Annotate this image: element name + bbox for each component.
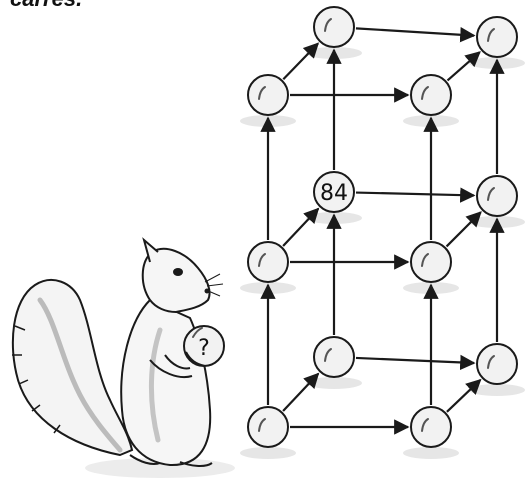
node-sphere	[313, 6, 355, 48]
node-sphere	[476, 343, 518, 385]
node-sphere	[476, 16, 518, 58]
node-sphere	[247, 241, 289, 283]
node-shadow	[469, 384, 525, 396]
node-sphere	[410, 406, 452, 448]
node-sphere	[410, 74, 452, 116]
node-shadow	[240, 447, 296, 459]
edge-arrow	[282, 207, 320, 247]
edge-arrow	[446, 51, 481, 82]
node-shadow	[403, 447, 459, 459]
squirrel-illustration: ?	[11, 237, 235, 478]
edge-arrow	[355, 187, 476, 203]
edge-arrow	[355, 354, 476, 371]
squirrel-ball-label: ?	[198, 336, 210, 361]
edge-arrow	[445, 211, 482, 248]
squirrel-eye	[173, 268, 183, 276]
node-sphere	[247, 406, 289, 448]
caption-text: carrés.	[10, 0, 82, 12]
edge-arrow	[355, 27, 476, 43]
squirrel-body	[120, 298, 212, 467]
node-sphere	[410, 241, 452, 283]
edge-arrow	[446, 378, 482, 413]
node-sphere	[313, 336, 355, 378]
squirrel-shadow	[85, 458, 235, 478]
node-sphere	[247, 74, 289, 116]
node-sphere	[476, 175, 518, 217]
edge-arrow	[282, 42, 320, 80]
node-value-label: 84	[320, 181, 348, 206]
node-shadow	[306, 377, 362, 389]
node-sphere: 84	[313, 171, 355, 213]
squirrel-tail	[11, 279, 134, 457]
edges-layer	[260, 27, 505, 435]
edge-arrow	[282, 372, 320, 412]
nodes-layer: 84	[247, 6, 518, 448]
